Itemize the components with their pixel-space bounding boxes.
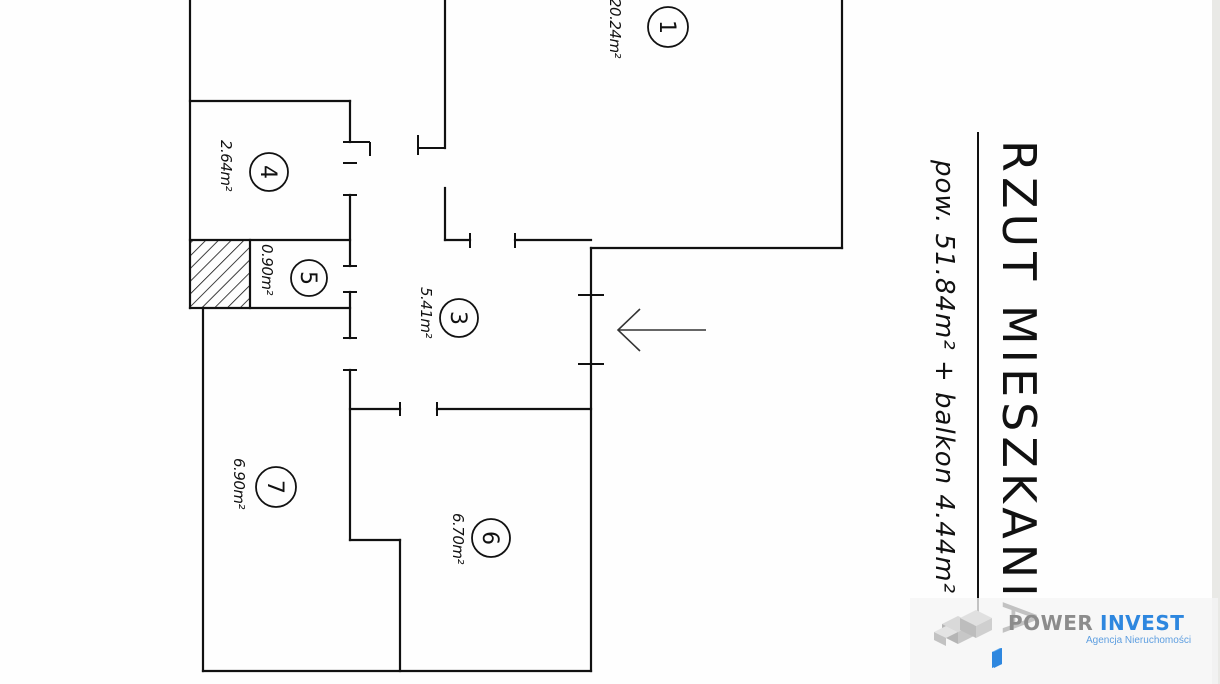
title-underline [977, 132, 979, 622]
room-number-circles [249, 6, 689, 558]
room-number-6: 6 [477, 531, 502, 545]
walls [188, 0, 844, 673]
entrance-arrow-icon [616, 308, 706, 352]
room-number-5: 5 [295, 271, 320, 285]
room-4-area: 2.64m² [217, 140, 235, 192]
room-4-circle [249, 152, 289, 192]
brand-name-power: POWER [1008, 611, 1094, 635]
room-number-3: 3 [445, 311, 470, 325]
room-3-area: 5.41m² [417, 287, 435, 339]
brand-tagline: Agencja Nieruchomości [1086, 635, 1192, 646]
room-number-7: 7 [262, 480, 287, 494]
room-5-circle [290, 259, 328, 297]
room-number-1: 1 [654, 20, 679, 34]
room-6-circle [471, 518, 511, 558]
cube-logo-icon [934, 610, 1002, 668]
paper-edge [1212, 0, 1220, 684]
room-1-circle [647, 6, 689, 48]
shaft-hatch [191, 240, 250, 307]
agency-logo: POWER INVEST Agencja Nieruchomości [910, 598, 1218, 684]
room-6-area: 6.70m² [449, 513, 467, 565]
room-7-area: 6.90m² [230, 458, 248, 510]
room-numbers: 1 3 4 5 6 7 [255, 20, 679, 545]
brand-name-invest: INVEST [1100, 611, 1185, 635]
room-5-area: 0.90m² [258, 244, 276, 296]
plan-subtitle: pow. 51.84m² + balkon 4.44m² [929, 160, 959, 595]
room-3-circle [439, 298, 479, 338]
plan-title: RZUT MIESZKANIA [992, 140, 1046, 639]
room-number-4: 4 [255, 165, 280, 179]
room-7-circle [255, 466, 297, 508]
door-marks [343, 135, 604, 416]
room-1-area: 20.24m² [606, 0, 624, 59]
